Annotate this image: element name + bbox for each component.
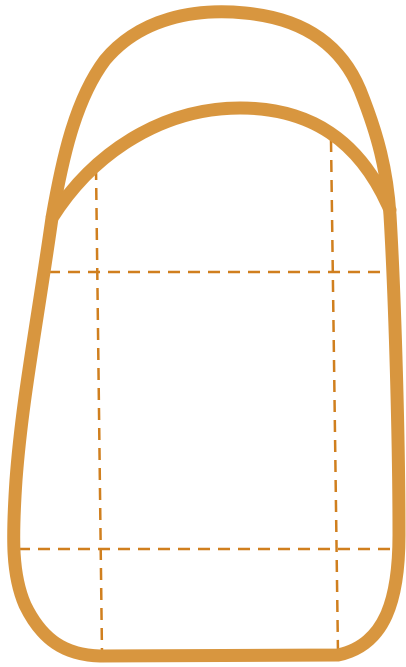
guide-vertical-right <box>331 140 338 654</box>
tooth-cap-curve <box>52 108 390 218</box>
outlines <box>14 12 399 656</box>
guide-vertical-left <box>96 168 102 654</box>
guide-lines <box>18 140 394 654</box>
